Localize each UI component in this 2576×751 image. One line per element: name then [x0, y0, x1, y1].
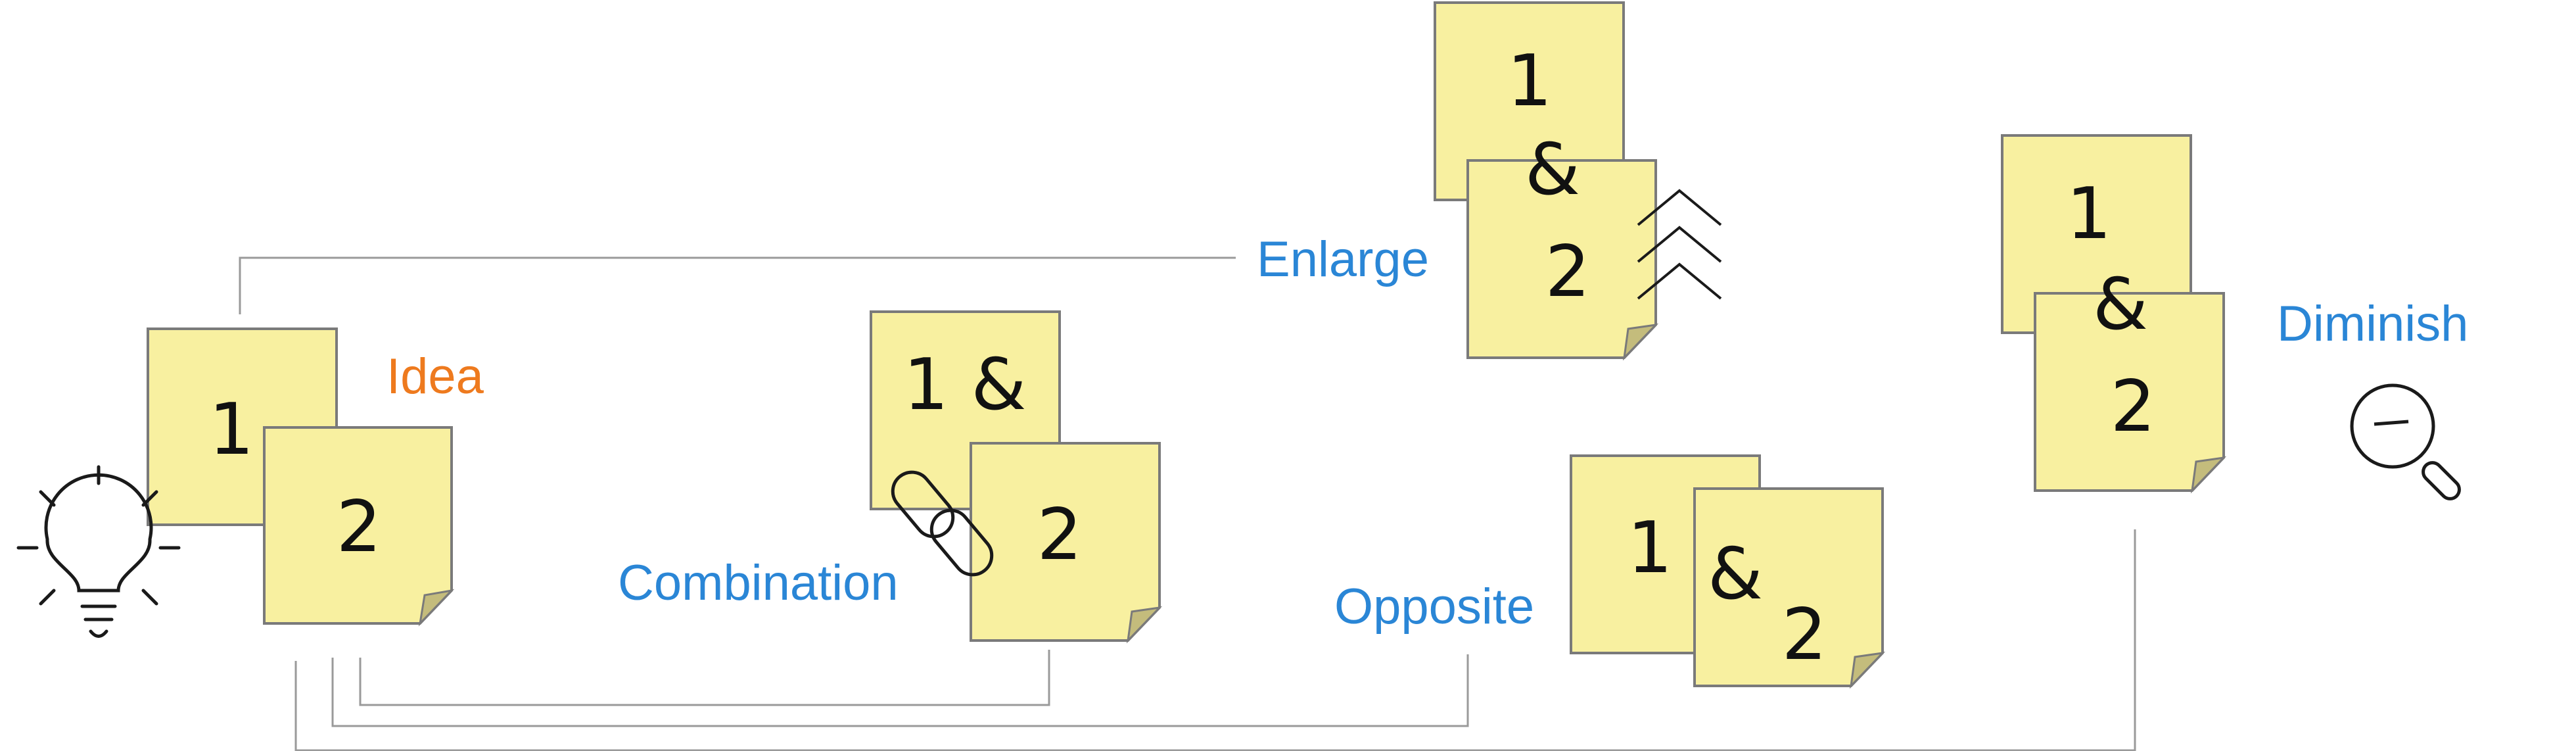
enlarge-label: Enlarge [1257, 231, 1429, 287]
ampersand: & [2093, 264, 2148, 346]
connector-idea-enlarge [239, 256, 1236, 314]
connector-idea-opposite [331, 654, 1469, 727]
diminish-label: Diminish [2277, 296, 2468, 352]
lightbulb-icon [16, 465, 181, 638]
link-icon [891, 470, 994, 577]
note-number: 1 [1507, 40, 1553, 122]
opposite-label: Opposite [1334, 579, 1534, 635]
note-number: 1 [2067, 173, 2112, 255]
opposite-group: 1 2 & Opposite [1334, 454, 1886, 689]
ampersand: & [1708, 533, 1763, 616]
note-number: 1 [1628, 507, 1673, 589]
note-text: 1 & [903, 344, 1026, 426]
note-number: 2 [1037, 494, 1083, 576]
connector-idea-diminish [294, 529, 2136, 751]
sticky-note-2: 2 [263, 426, 455, 627]
enlarge-group: 1 2 & Enlarge [1257, 1, 1722, 361]
ampersand: & [1525, 129, 1580, 211]
zoom-out-icon [2350, 383, 2461, 500]
idea-group: 1 2 Idea [16, 327, 484, 638]
diminish-group: 1 2 & Diminish [2001, 134, 2468, 500]
sticky-note-2: 2 [970, 442, 1163, 644]
idea-label: Idea [386, 349, 484, 404]
sticky-note-2: 2 [1466, 159, 1659, 361]
note-number: 1 [209, 389, 254, 471]
note-number: 2 [2111, 366, 2156, 448]
combination-group: 1 & 2 Combination [618, 310, 1163, 644]
connector-idea-combination [359, 650, 1050, 706]
note-number: 2 [1782, 594, 1827, 676]
note-number: 2 [337, 486, 382, 568]
sticky-note-2: 2 [2034, 292, 2227, 494]
note-number: 2 [1545, 231, 1591, 313]
combination-label: Combination [618, 555, 899, 611]
chevrons-up-icon [1637, 189, 1722, 300]
connector-lines [239, 256, 2136, 751]
sticky-note-2: 2 [1693, 487, 1886, 689]
